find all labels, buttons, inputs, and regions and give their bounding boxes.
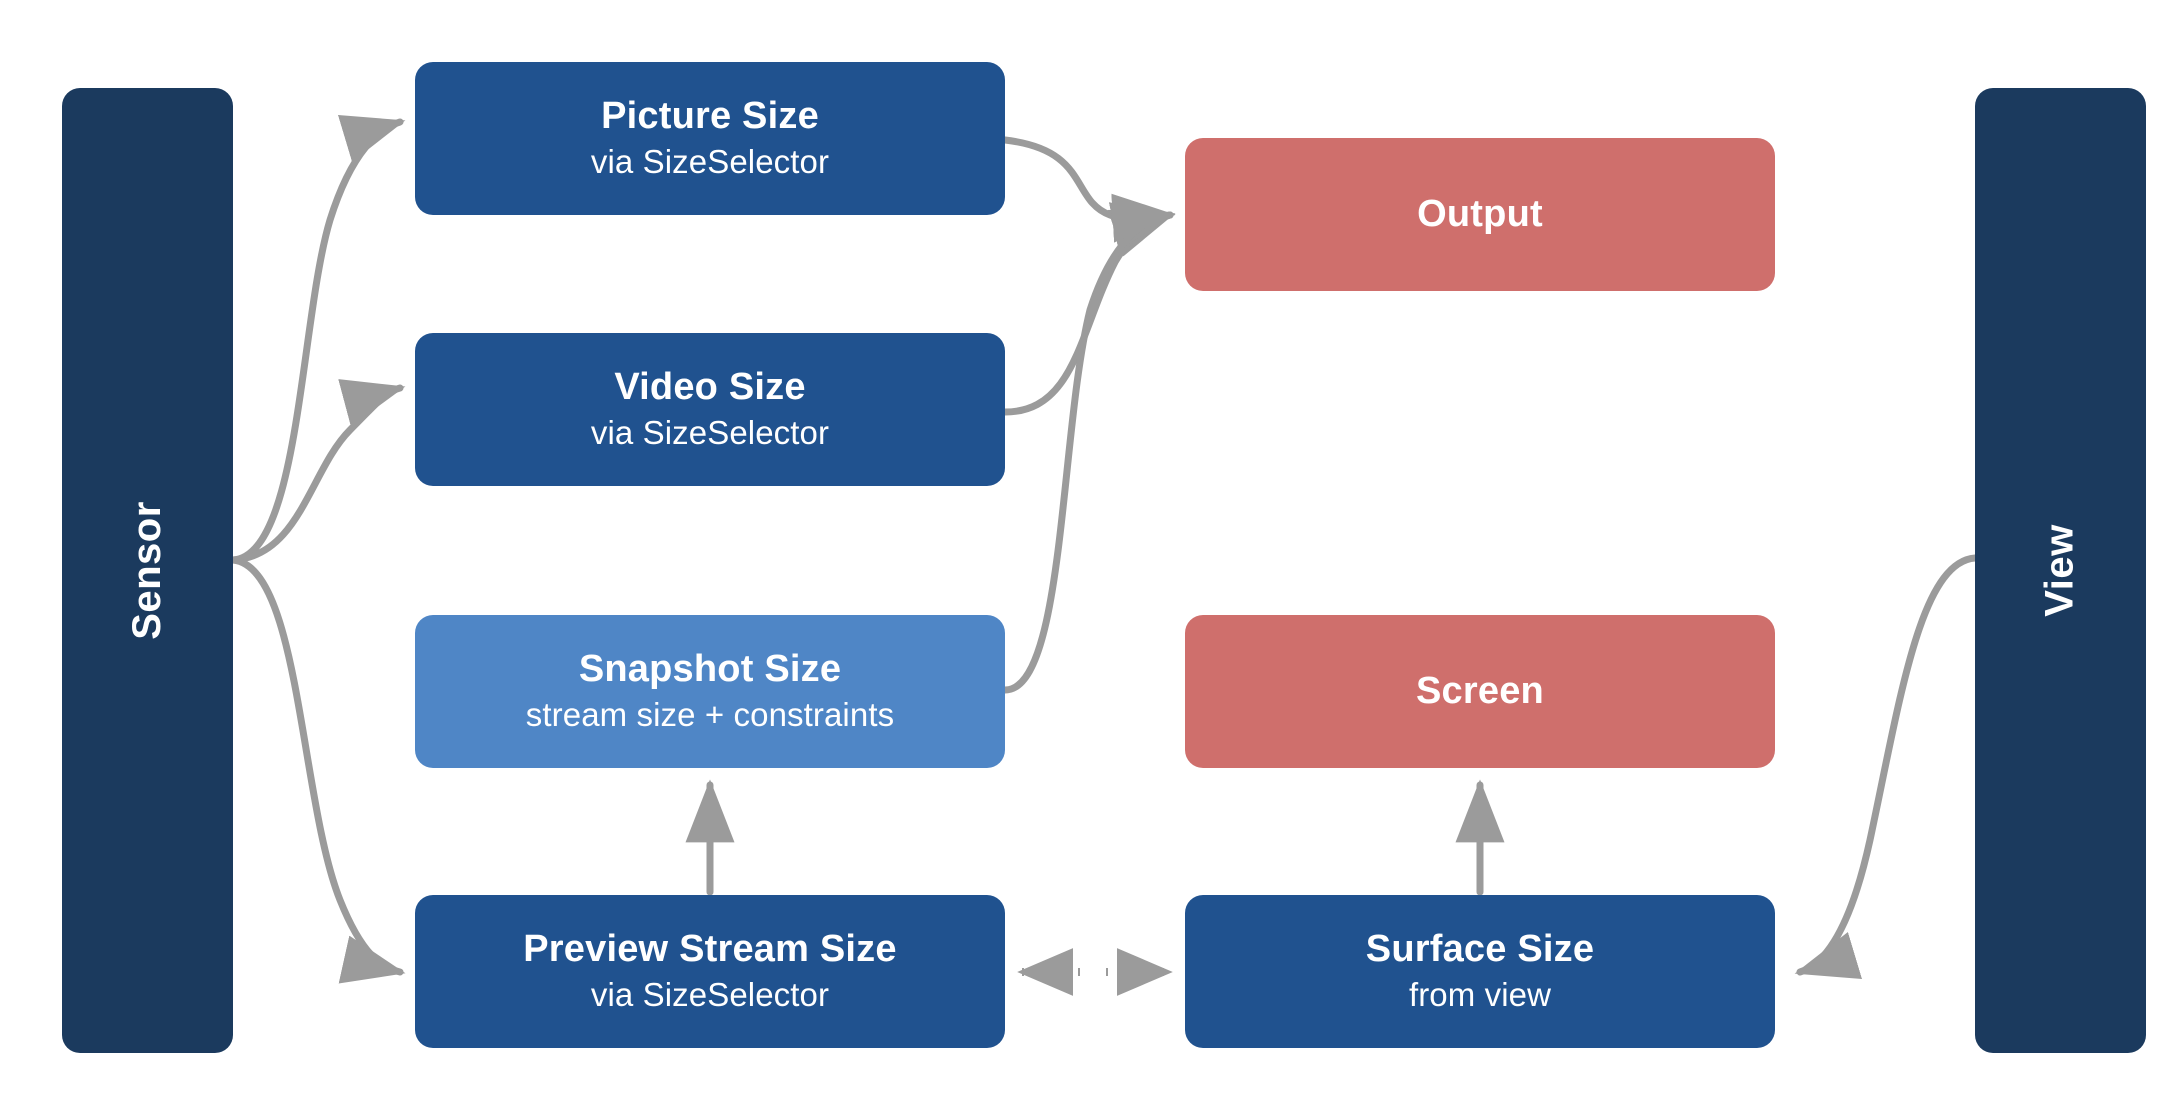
node-snapshot-size[interactable]: Snapshot Size stream size + constraints bbox=[415, 615, 1005, 768]
node-video-size-title: Video Size bbox=[614, 366, 806, 409]
node-surface-size[interactable]: Surface Size from view bbox=[1185, 895, 1775, 1048]
node-surface-size-subtitle: from view bbox=[1408, 975, 1552, 1013]
node-snapshot-size-subtitle: stream size + constraints bbox=[525, 695, 895, 733]
node-preview-stream-size-title: Preview Stream Size bbox=[523, 928, 897, 971]
lane-sensor-label: Sensor bbox=[124, 501, 169, 640]
edge-sensor-to-preview bbox=[229, 556, 406, 984]
edge-sensor-to-picture bbox=[229, 115, 406, 564]
node-screen-title: Screen bbox=[1416, 670, 1544, 713]
edge-video-to-output bbox=[1001, 202, 1176, 416]
node-picture-size[interactable]: Picture Size via SizeSelector bbox=[415, 62, 1005, 215]
lane-sensor[interactable]: Sensor bbox=[62, 88, 233, 1053]
node-preview-stream-size[interactable]: Preview Stream Size via SizeSelector bbox=[415, 895, 1005, 1048]
node-video-size[interactable]: Video Size via SizeSelector bbox=[415, 333, 1005, 486]
edge-sensor-to-video bbox=[229, 379, 406, 564]
edge-picture-to-output bbox=[1001, 136, 1176, 257]
node-picture-size-title: Picture Size bbox=[601, 95, 819, 138]
node-video-size-subtitle: via SizeSelector bbox=[590, 413, 830, 451]
node-snapshot-size-title: Snapshot Size bbox=[578, 648, 842, 691]
node-screen[interactable]: Screen bbox=[1185, 615, 1775, 768]
node-picture-size-subtitle: via SizeSelector bbox=[590, 142, 830, 180]
node-surface-size-title: Surface Size bbox=[1365, 928, 1595, 971]
edge-view-to-surface bbox=[1794, 554, 1979, 979]
lane-view-label: View bbox=[2038, 524, 2082, 617]
edge-snapshot-to-output bbox=[1001, 193, 1176, 694]
node-output[interactable]: Output bbox=[1185, 138, 1775, 291]
node-output-title: Output bbox=[1417, 193, 1543, 236]
node-preview-stream-size-subtitle: via SizeSelector bbox=[590, 975, 830, 1013]
lane-view[interactable]: View bbox=[1975, 88, 2146, 1053]
